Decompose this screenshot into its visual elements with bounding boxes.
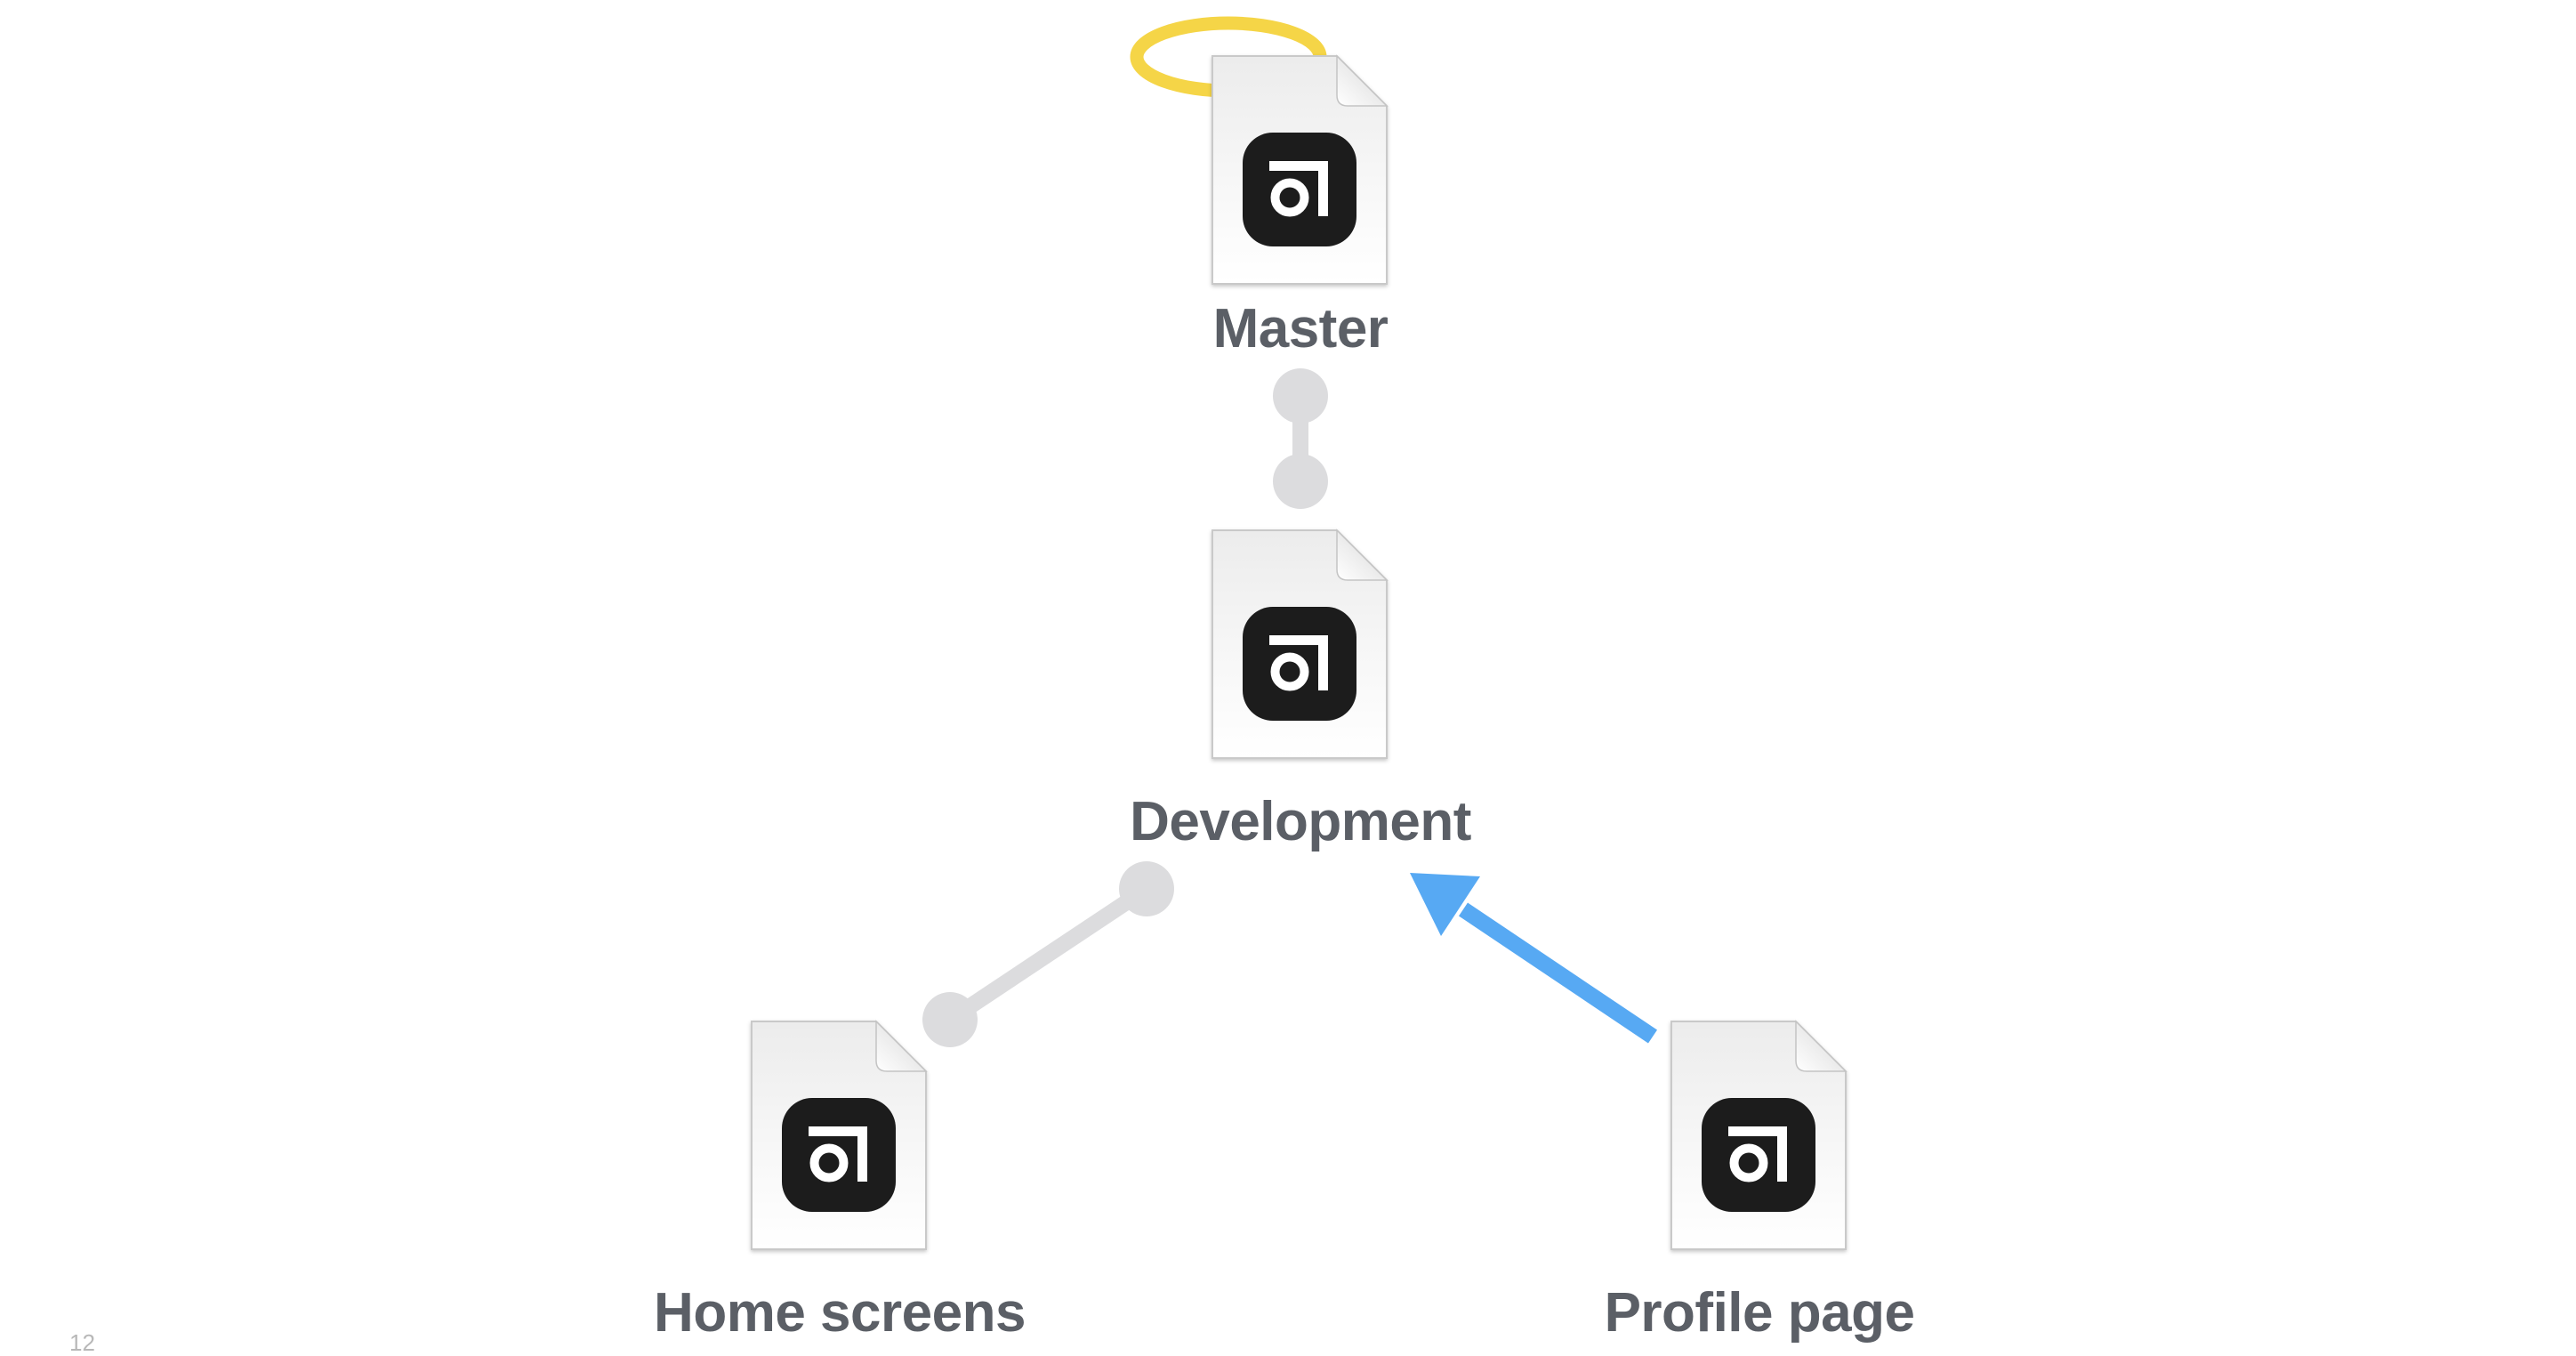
slide-number: 12 [69, 1329, 95, 1356]
master-label: Master [1212, 298, 1389, 359]
development-label: Development [1130, 791, 1471, 852]
home-screens-file-icon[interactable] [752, 1021, 926, 1249]
master-file-icon[interactable] [1212, 56, 1387, 284]
link-master-development [1273, 368, 1328, 509]
home-screens-label: Home screens [654, 1282, 1026, 1344]
profile-page-label: Profile page [1604, 1282, 1915, 1344]
link-homescreens-development [922, 861, 1174, 1047]
profile-page-file-icon[interactable] [1671, 1021, 1846, 1249]
development-file-icon[interactable] [1212, 530, 1387, 758]
merge-arrow-icon [1410, 873, 1658, 1044]
